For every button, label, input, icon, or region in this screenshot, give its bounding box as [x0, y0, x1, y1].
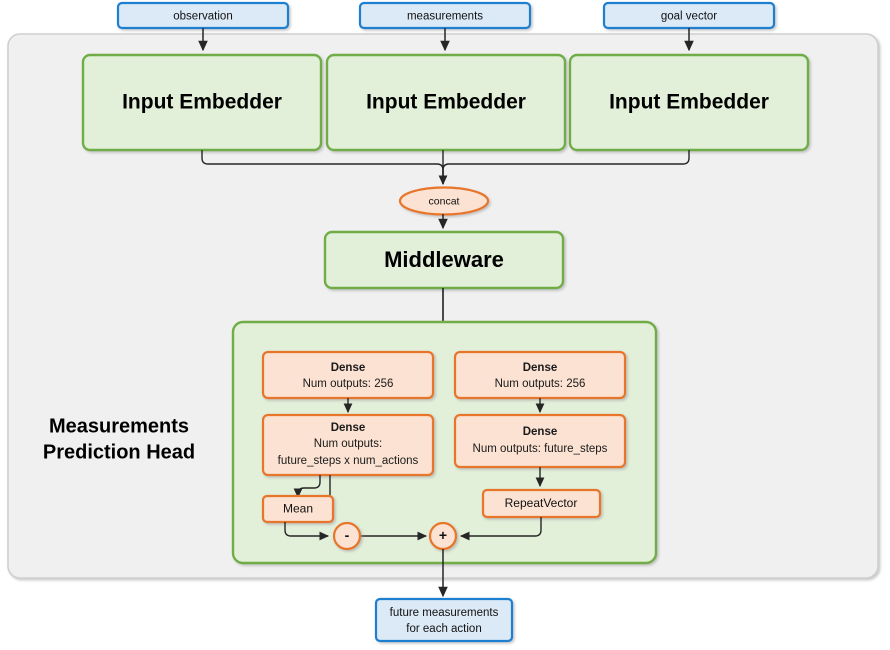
dense-left-bottom-title: Dense: [331, 422, 366, 434]
middleware-block[interactable]: Middleware: [323, 230, 565, 290]
dense-right-bottom-title: Dense: [523, 426, 558, 438]
subtract-operator[interactable]: -: [332, 521, 362, 551]
prediction-head-title-line1: Measurements: [49, 415, 189, 437]
input-embedder-2-rect[interactable]: [325, 53, 567, 152]
input-box-observation-label: observation: [173, 11, 232, 23]
dense-left-top-rect[interactable]: [261, 350, 435, 400]
dense-left-top-subtitle: Num outputs: 256: [303, 378, 394, 390]
concat-label: concat: [429, 195, 460, 207]
dense-right-bottom[interactable]: Dense Num outputs: future_steps: [453, 413, 627, 469]
concat-ellipse[interactable]: [398, 186, 490, 216]
add-operator[interactable]: +: [428, 521, 458, 551]
mean-block[interactable]: Mean: [261, 494, 335, 524]
dense-left-bottom-rect[interactable]: [261, 413, 435, 477]
dense-left-bottom[interactable]: Dense Num outputs: future_steps x num_ac…: [261, 413, 435, 477]
connector-repeat-vector-to-add: [459, 517, 542, 541]
mean-label: Mean: [283, 502, 313, 516]
dense-left-top-title: Dense: [331, 362, 366, 374]
middleware-label: Middleware: [384, 247, 504, 272]
output-box[interactable]: future measurements for each action: [374, 597, 514, 643]
repeat-vector-label: RepeatVector: [505, 496, 578, 510]
mean-rect[interactable]: [261, 494, 335, 524]
dense-left-top[interactable]: Dense Num outputs: 256: [261, 350, 435, 400]
connector-dense-left-bottom-to-mean: [293, 475, 321, 499]
dense-left-bottom-subtitle1: Num outputs:: [314, 438, 382, 450]
dense-left-bottom-subtitle2: future_steps x num_actions: [278, 455, 419, 467]
middleware-rect[interactable]: [323, 230, 565, 290]
dense-right-top-subtitle: Num outputs: 256: [495, 378, 586, 390]
input-box-goal-vector[interactable]: goal vector: [602, 1, 776, 30]
input-embedder-1-label: Input Embedder: [122, 91, 282, 114]
dense-right-top[interactable]: Dense Num outputs: 256: [453, 350, 627, 400]
input-box-observation[interactable]: observation: [116, 1, 290, 30]
subtract-operator-circle[interactable]: [332, 521, 362, 551]
input-embedder-2[interactable]: Input Embedder: [325, 53, 567, 152]
subtract-operator-label: -: [345, 527, 350, 543]
input-embedder-3-label: Input Embedder: [609, 91, 769, 114]
input-embedder-1[interactable]: Input Embedder: [81, 53, 323, 152]
output-box-label-line1: future measurements: [390, 607, 499, 619]
output-box-label-line2: for each action: [406, 623, 481, 635]
input-embedder-2-label: Input Embedder: [366, 91, 526, 114]
input-box-goal-vector-label: goal vector: [661, 11, 717, 23]
add-operator-label: +: [439, 527, 447, 543]
input-box-measurements-label: measurements: [407, 11, 483, 23]
concat-node[interactable]: concat: [398, 186, 490, 216]
dense-right-top-title: Dense: [523, 362, 558, 374]
dense-right-top-rect[interactable]: [453, 350, 627, 400]
repeat-vector-block[interactable]: RepeatVector: [481, 488, 602, 519]
output-box-rect[interactable]: [374, 597, 514, 643]
connector-mean-to-subtract: [284, 522, 330, 541]
input-embedder-3[interactable]: Input Embedder: [568, 53, 810, 152]
prediction-head-title-line2: Prediction Head: [43, 441, 195, 463]
dense-right-bottom-rect[interactable]: [453, 413, 627, 469]
input-box-measurements[interactable]: measurements: [358, 1, 532, 30]
dense-right-bottom-subtitle: Num outputs: future_steps: [473, 443, 608, 455]
